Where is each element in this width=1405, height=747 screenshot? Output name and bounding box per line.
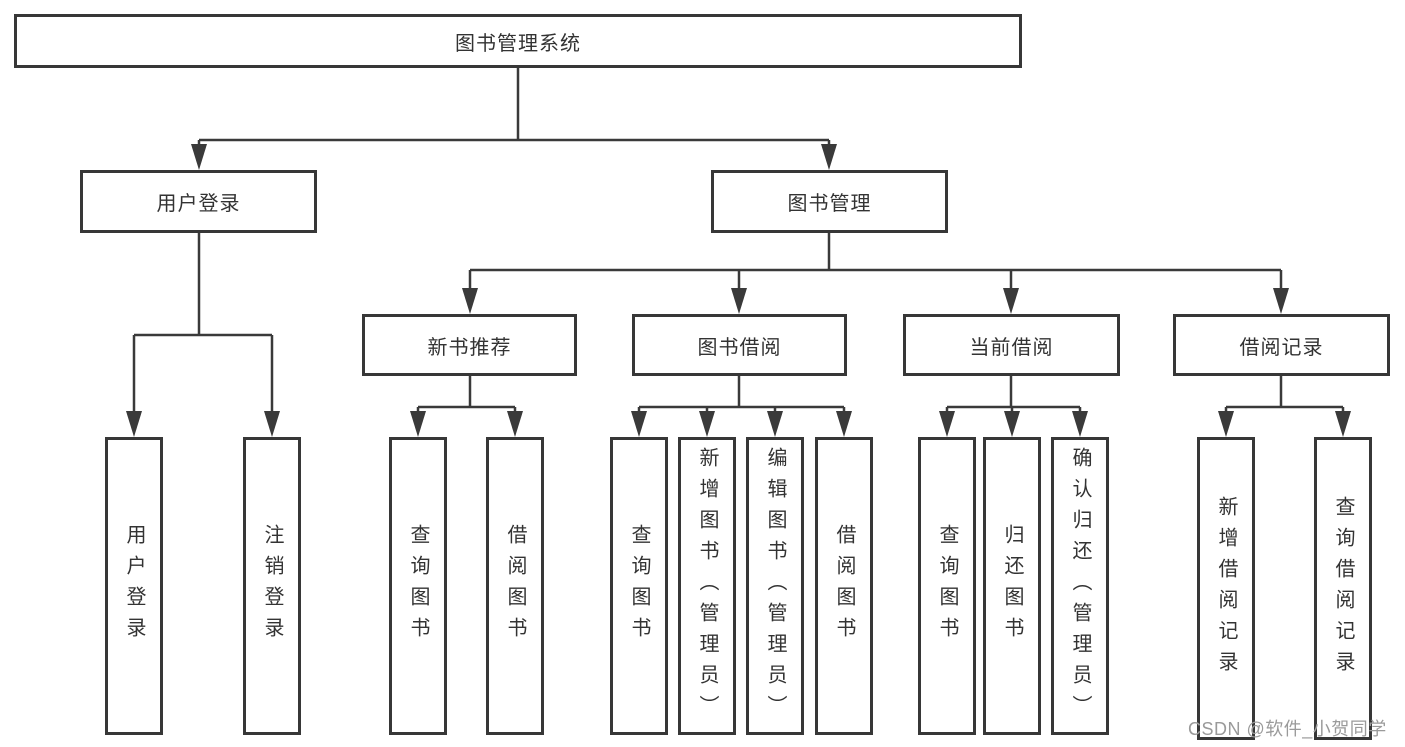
leaf-label: 查询图书: [936, 524, 958, 648]
leaf-borrow-books: 借阅图书: [815, 437, 873, 735]
edges-new-book-recommend-children: [410, 376, 523, 437]
node-new-book-recommend: 新书推荐: [362, 314, 577, 376]
leaf-query-borrow-record: 查询借阅记录: [1314, 437, 1372, 740]
leaf-label: 新增图书（管理员）: [696, 446, 718, 726]
leaf-borrow-books-recommend: 借阅图书: [486, 437, 544, 735]
leaf-edit-books-admin: 编辑图书（管理员）: [746, 437, 804, 735]
edges-book-borrow-children: [631, 376, 852, 437]
leaf-label: 新增借阅记录: [1215, 495, 1237, 682]
leaf-confirm-return-admin: 确认归还（管理员）: [1051, 437, 1109, 735]
leaf-label: 借阅图书: [504, 524, 526, 648]
node-book-management: 图书管理: [711, 170, 948, 233]
edges-book-management-children: [462, 233, 1289, 314]
leaf-query-books-borrow: 查询图书: [610, 437, 668, 735]
leaf-label: 注销登录: [261, 524, 283, 648]
leaf-label: 编辑图书（管理员）: [764, 446, 786, 726]
node-current-borrow: 当前借阅: [903, 314, 1120, 376]
leaf-query-books-recommend: 查询图书: [389, 437, 447, 735]
leaf-label: 借阅图书: [833, 524, 855, 648]
leaf-label: 用户登录: [123, 524, 145, 648]
leaf-label: 归还图书: [1001, 524, 1023, 648]
leaf-add-borrow-record: 新增借阅记录: [1197, 437, 1255, 740]
leaf-logout: 注销登录: [243, 437, 301, 735]
leaf-add-books-admin: 新增图书（管理员）: [678, 437, 736, 735]
node-borrow-record: 借阅记录: [1173, 314, 1390, 376]
leaf-return-books: 归还图书: [983, 437, 1041, 735]
edges-current-borrow-children: [939, 376, 1088, 437]
leaf-label: 确认归还（管理员）: [1069, 446, 1091, 726]
node-book-borrow: 图书借阅: [632, 314, 847, 376]
edges-borrow-record-children: [1218, 376, 1351, 437]
csdn-watermark: CSDN @软件_小贺同学: [1188, 719, 1387, 739]
edges-root-to-level2: [191, 68, 837, 170]
leaf-label: 查询图书: [407, 524, 429, 648]
edges-user-login-children: [126, 233, 280, 437]
leaf-user-login: 用户登录: [105, 437, 163, 735]
leaf-query-books-current: 查询图书: [918, 437, 976, 735]
leaf-label: 查询图书: [628, 524, 650, 648]
node-user-login: 用户登录: [80, 170, 317, 233]
leaf-label: 查询借阅记录: [1332, 495, 1354, 682]
node-library-management-system: 图书管理系统: [14, 14, 1022, 68]
